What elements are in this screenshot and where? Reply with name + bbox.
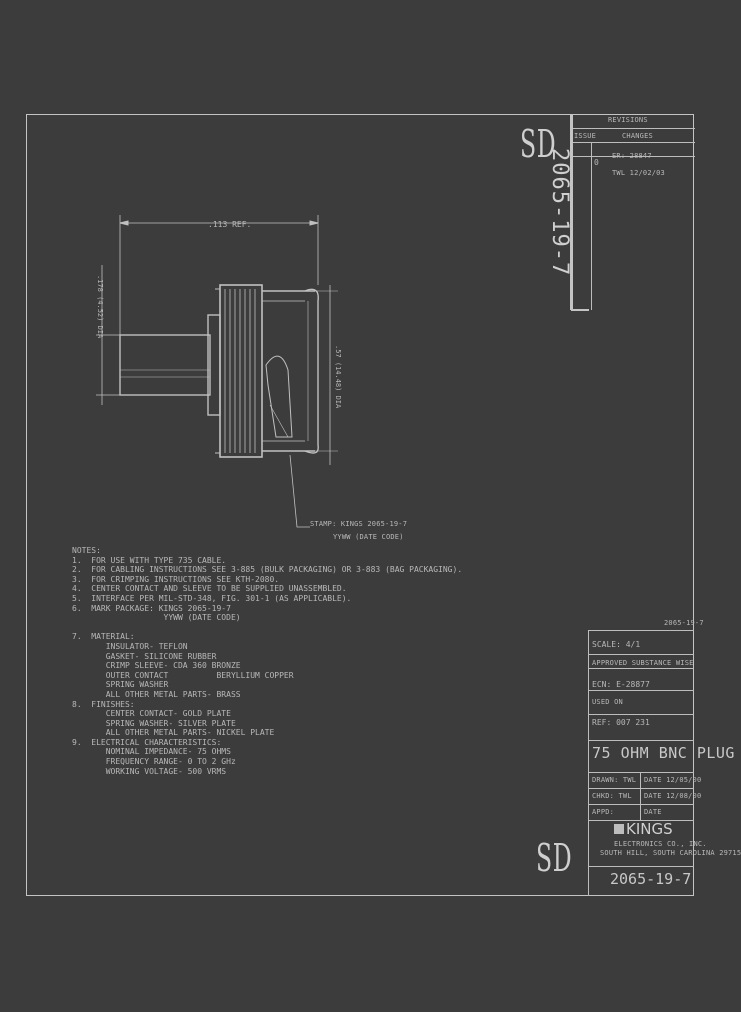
company-name: KINGS: [626, 820, 673, 838]
note-line: OUTER CONTACT BERYLLIUM COPPER: [72, 670, 294, 680]
sd-logo-bottom: SD: [536, 836, 573, 880]
used-on-field: USED ON: [592, 698, 623, 706]
note-line: 2. FOR CABLING INSTRUCTIONS SEE 3-885 (B…: [72, 565, 463, 575]
company-sub-1: ELECTRONICS CO., INC.: [614, 840, 707, 848]
checked-date: DATE 12/08/00: [644, 792, 702, 800]
ref-field: REF: 007 231: [592, 718, 650, 727]
note-line: 3. FOR CRIMPING INSTRUCTIONS SEE KTH-208…: [72, 574, 280, 584]
note-line: ALL OTHER METAL PARTS- BRASS: [72, 689, 241, 699]
note-line: GASKET- SILICONE RUBBER: [72, 651, 217, 661]
note-line: [72, 623, 462, 633]
ecn-field: ECN: E-28877: [592, 680, 650, 689]
notes-block: NOTES: 1. FOR USE WITH TYPE 735 CABLE.2.…: [72, 546, 462, 776]
kings-logo-icon: [614, 824, 624, 834]
approval-field: APPROVED SUBSTANCE WISE: [592, 659, 694, 667]
notes-title: NOTES:: [72, 546, 101, 555]
note-line: 6. MARK PACKAGE: KINGS 2065-19-7: [72, 603, 231, 613]
revision-change-1: ER: 28847: [612, 152, 652, 160]
note-line: NOMINAL IMPEDANCE- 75 OHMS: [72, 747, 231, 757]
revision-issue: 0: [594, 158, 599, 167]
note-line: 4. CENTER CONTACT AND SLEEVE TO BE SUPPL…: [72, 584, 347, 594]
note-line: FREQUENCY RANGE- 0 TO 2 GHz: [72, 757, 236, 767]
drawing-number: 2065-19-7: [610, 870, 692, 888]
revision-change-2: TWL 12/02/03: [612, 169, 665, 177]
note-line: CENTER CONTACT- GOLD PLATE: [72, 709, 231, 719]
revisions-col-issue: ISSUE: [574, 132, 597, 140]
note-line: YYWW (DATE CODE): [72, 613, 241, 623]
note-line: 1. FOR USE WITH TYPE 735 CABLE.: [72, 555, 227, 565]
notes-lines: 1. FOR USE WITH TYPE 735 CABLE.2. FOR CA…: [72, 556, 462, 777]
right-dia-dimension-label: .57 (14.48) DIA: [334, 345, 342, 409]
vertical-drawing-number: 2065-19-7: [547, 148, 572, 276]
drawn-by: DRAWN: TWL: [592, 776, 637, 784]
note-line: 9. ELECTRICAL CHARACTERISTICS:: [72, 737, 222, 747]
vertical-drawing-number-text: 2065-19-7: [547, 148, 572, 277]
note-line: 7. MATERIAL:: [72, 632, 135, 642]
title-block-ref: 2065-19-7: [664, 619, 704, 627]
length-dimension-label: .113 REF.: [208, 220, 251, 229]
checked-by: CHKD: TWL: [592, 792, 632, 800]
sd-logo-top: SD: [520, 122, 557, 166]
note-line: WORKING VOLTAGE- 500 VRMS: [72, 766, 227, 776]
note-line: INSULATOR- TEFLON: [72, 641, 188, 651]
stamp-line-2: YYWW (DATE CODE): [333, 533, 404, 541]
drawing-title: 75 OHM BNC PLUG: [592, 744, 735, 762]
approved-date: DATE: [644, 808, 662, 816]
company-sub-2: SOUTH HILL, SOUTH CAROLINA 29715: [600, 849, 741, 857]
note-line: ALL OTHER METAL PARTS- NICKEL PLATE: [72, 728, 275, 738]
note-line: SPRING WASHER: [72, 680, 169, 690]
note-line: 5. INTERFACE PER MIL-STD-348, FIG. 301-1…: [72, 593, 352, 603]
note-line: SPRING WASHER- SILVER PLATE: [72, 718, 236, 728]
note-line: 8. FINISHES:: [72, 699, 135, 709]
revisions-col-changes: CHANGES: [622, 132, 653, 140]
drawn-date: DATE 12/05/00: [644, 776, 702, 784]
bnc-plug-drawing: .113 REF. .178 (4.52) DIA .57 (14.48) DI…: [96, 215, 342, 528]
note-line: CRIMP SLEEVE- CDA 360 BRONZE: [72, 661, 241, 671]
approved-by: APPD:: [592, 808, 615, 816]
scale-field: SCALE: 4/1: [592, 640, 641, 649]
revisions-header: REVISIONS: [608, 116, 648, 124]
drawing-sheet-border: [26, 114, 694, 896]
revisions-block: [570, 114, 695, 311]
left-dia-dimension-label: .178 (4.52) DIA: [96, 275, 104, 339]
stamp-line-1: STAMP: KINGS 2065-19-7: [310, 520, 408, 528]
